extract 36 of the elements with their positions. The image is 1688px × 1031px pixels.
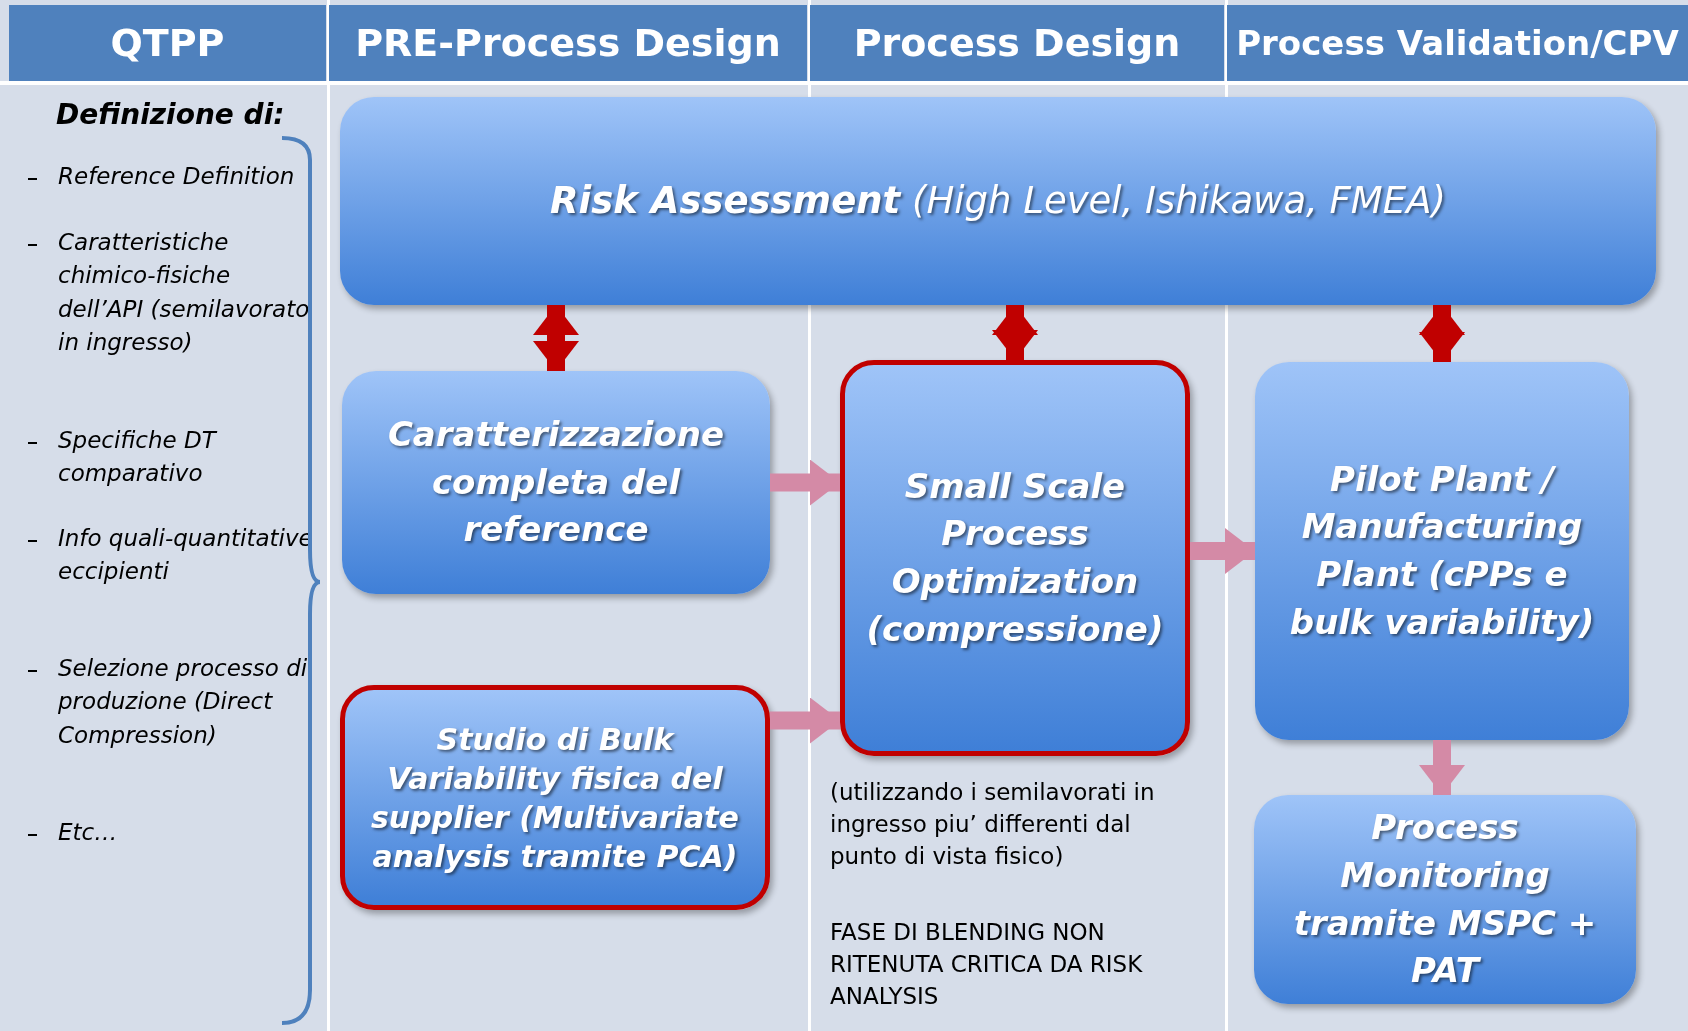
header-text: QTPP [110, 21, 225, 65]
arrow [770, 697, 840, 744]
list-item: Caratteristiche chimico-fisiche dell’API (semilavorato in ingresso) [58, 228, 311, 358]
heading-text: Definizione di: [56, 97, 286, 133]
box-text: Process Monitoring tramite MSPC + PAT [1292, 806, 1598, 993]
arrow [533, 305, 579, 371]
list-item: Info quali-quantitative eccipienti [58, 524, 313, 587]
header-text: Process Validation/CPV [1236, 23, 1679, 63]
list-item: Etc… [58, 818, 119, 847]
list-item: Selezione processo di produzione (Direct Compression) [58, 654, 309, 750]
box-text: Studio di Bulk Variability fisica del supplier (Multivariate analysis tramite PCA) [370, 720, 740, 876]
note-text: FASE DI BLENDING NON RITENUTA CRITICA DA RISK ANALYSIS [830, 918, 1144, 1012]
arrow [1419, 740, 1465, 795]
process-box [840, 360, 1190, 756]
column-header [329, 5, 807, 81]
process-box [342, 371, 770, 594]
header-text: Process Design [853, 21, 1181, 65]
box-text: Caratterizzazione completa del reference [386, 413, 726, 552]
process-box [1255, 362, 1629, 740]
process-box [340, 685, 770, 910]
column-header [1227, 5, 1688, 81]
box-text: Small Scale Process Optimization (compressione) [865, 464, 1165, 651]
arrow [992, 305, 1038, 360]
process-box [1254, 795, 1636, 1004]
list-item: Specifiche DT comparativo [58, 426, 219, 489]
list-item: Reference Definition [58, 162, 296, 191]
column-header [810, 5, 1224, 81]
column-header [9, 5, 326, 81]
box-text: Risk Assessment (High Level, Ishikawa, FMEA) [550, 178, 1446, 225]
process-box [340, 97, 1656, 305]
arrow [1419, 305, 1465, 362]
arrow [1190, 528, 1255, 574]
arrow [770, 459, 840, 506]
box-text: Pilot Plant / Manufacturing Plant (cPPs e bulk variability) [1288, 457, 1596, 644]
note-text: (utilizzando i semilavorati in ingresso piu’ differenti dal punto di vista fisico) [830, 778, 1156, 872]
header-text: PRE-Process Design [355, 21, 781, 65]
